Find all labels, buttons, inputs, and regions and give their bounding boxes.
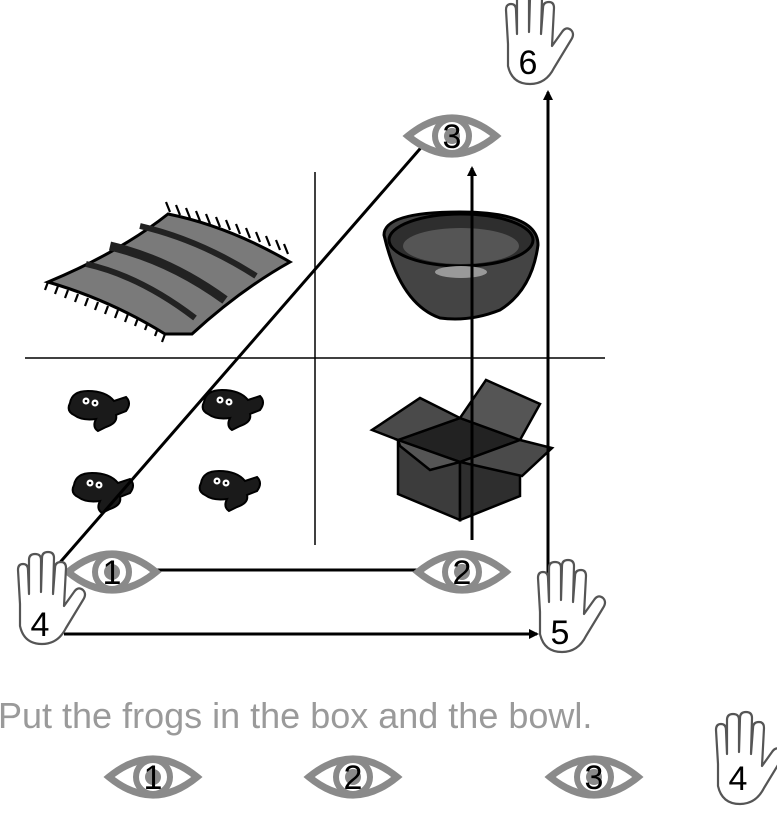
legend-label: 2 [344, 759, 363, 797]
hand-marker-6: 6 [506, 0, 573, 84]
instruction-text: Put the frogs in the box and the bowl. [0, 695, 592, 736]
legend-label: 1 [144, 759, 163, 797]
legend-eye-2: 2 [309, 759, 397, 797]
box-illustration [372, 380, 552, 520]
bowl-illustration [384, 212, 538, 319]
marker-label: 1 [103, 554, 122, 592]
hand-marker-5: 5 [538, 560, 605, 652]
legend-eye-1: 1 [109, 759, 197, 797]
marker-label: 4 [31, 606, 50, 644]
legend-label: 4 [729, 760, 748, 798]
legend-eye-3: 3 [550, 759, 638, 797]
eye-marker-2: 2 [418, 554, 506, 592]
marker-label: 6 [519, 44, 538, 82]
marker-label: 2 [453, 554, 472, 592]
eye-marker-1: 1 [68, 554, 156, 592]
marker-label: 3 [443, 118, 462, 156]
legend-hand-4: 4 [716, 712, 777, 804]
hand-icon [538, 560, 605, 652]
eye-marker-3: 3 [408, 118, 496, 156]
frog-illustration [200, 471, 260, 511]
marker-label: 5 [551, 614, 570, 652]
legend-label: 3 [585, 759, 604, 797]
hand-icon [506, 0, 573, 84]
arrow-3-to-4 [36, 135, 432, 590]
frog-illustration [69, 391, 129, 431]
frog-illustration [203, 390, 263, 430]
frog-illustration [73, 473, 133, 513]
rug-illustration [45, 202, 290, 342]
